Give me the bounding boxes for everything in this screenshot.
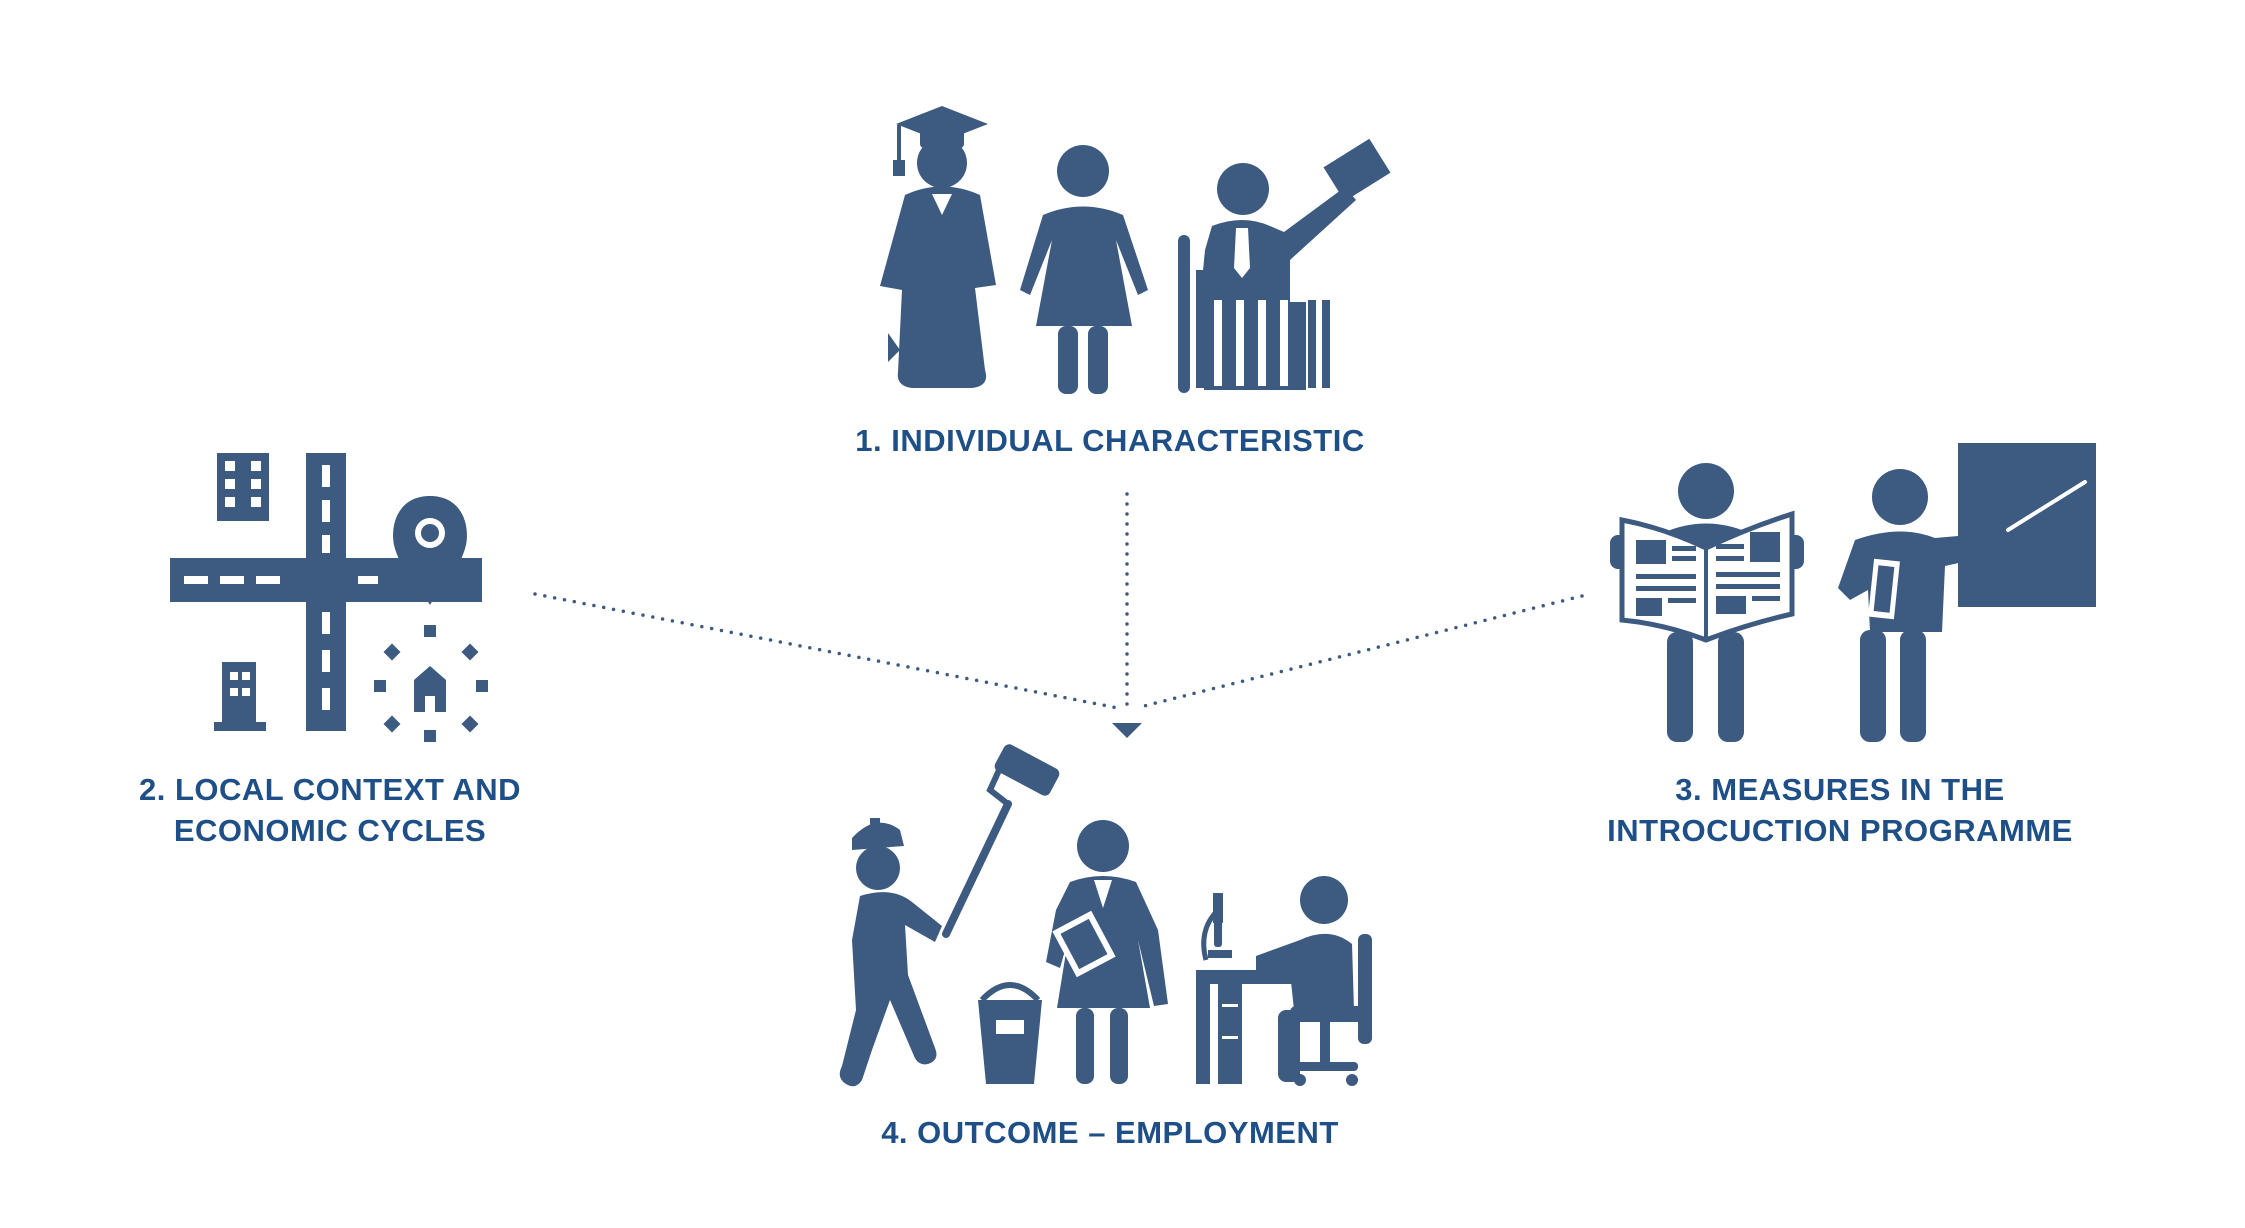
teacher-board-icon: [1838, 443, 2096, 742]
connector-local-outcome: [533, 592, 1120, 710]
measures-icons: [1610, 443, 2096, 742]
node-label-measures: 3. MEASURES IN THE INTROCUCTION PROGRAMM…: [1607, 772, 2073, 848]
connectors: [533, 492, 1584, 738]
graduate-icon: [880, 106, 996, 388]
wheelchair-businessman-icon: [1178, 138, 1391, 393]
node-label-outcome: 4. OUTCOME – EMPLOYMENT: [881, 1115, 1339, 1150]
node-label-local: 2. LOCAL CONTEXT AND ECONOMIC CYCLES: [138, 772, 521, 848]
woman-icon: [1020, 145, 1148, 394]
outcome-icons: [839, 744, 1372, 1087]
city-map-location-icon: [170, 453, 488, 742]
painter-worker-icon: [839, 744, 1060, 1087]
newspaper-reader-icon: [1610, 463, 1804, 742]
desk-worker-icon: [1196, 876, 1372, 1086]
connector-measures-outcome: [1134, 594, 1584, 710]
office-woman-icon: [1046, 820, 1168, 1084]
node-label-individual: 1. INDIVIDUAL CHARACTERISTIC: [855, 423, 1365, 458]
individual-icons: [880, 106, 1391, 394]
arrowhead-icon: [1112, 723, 1142, 738]
